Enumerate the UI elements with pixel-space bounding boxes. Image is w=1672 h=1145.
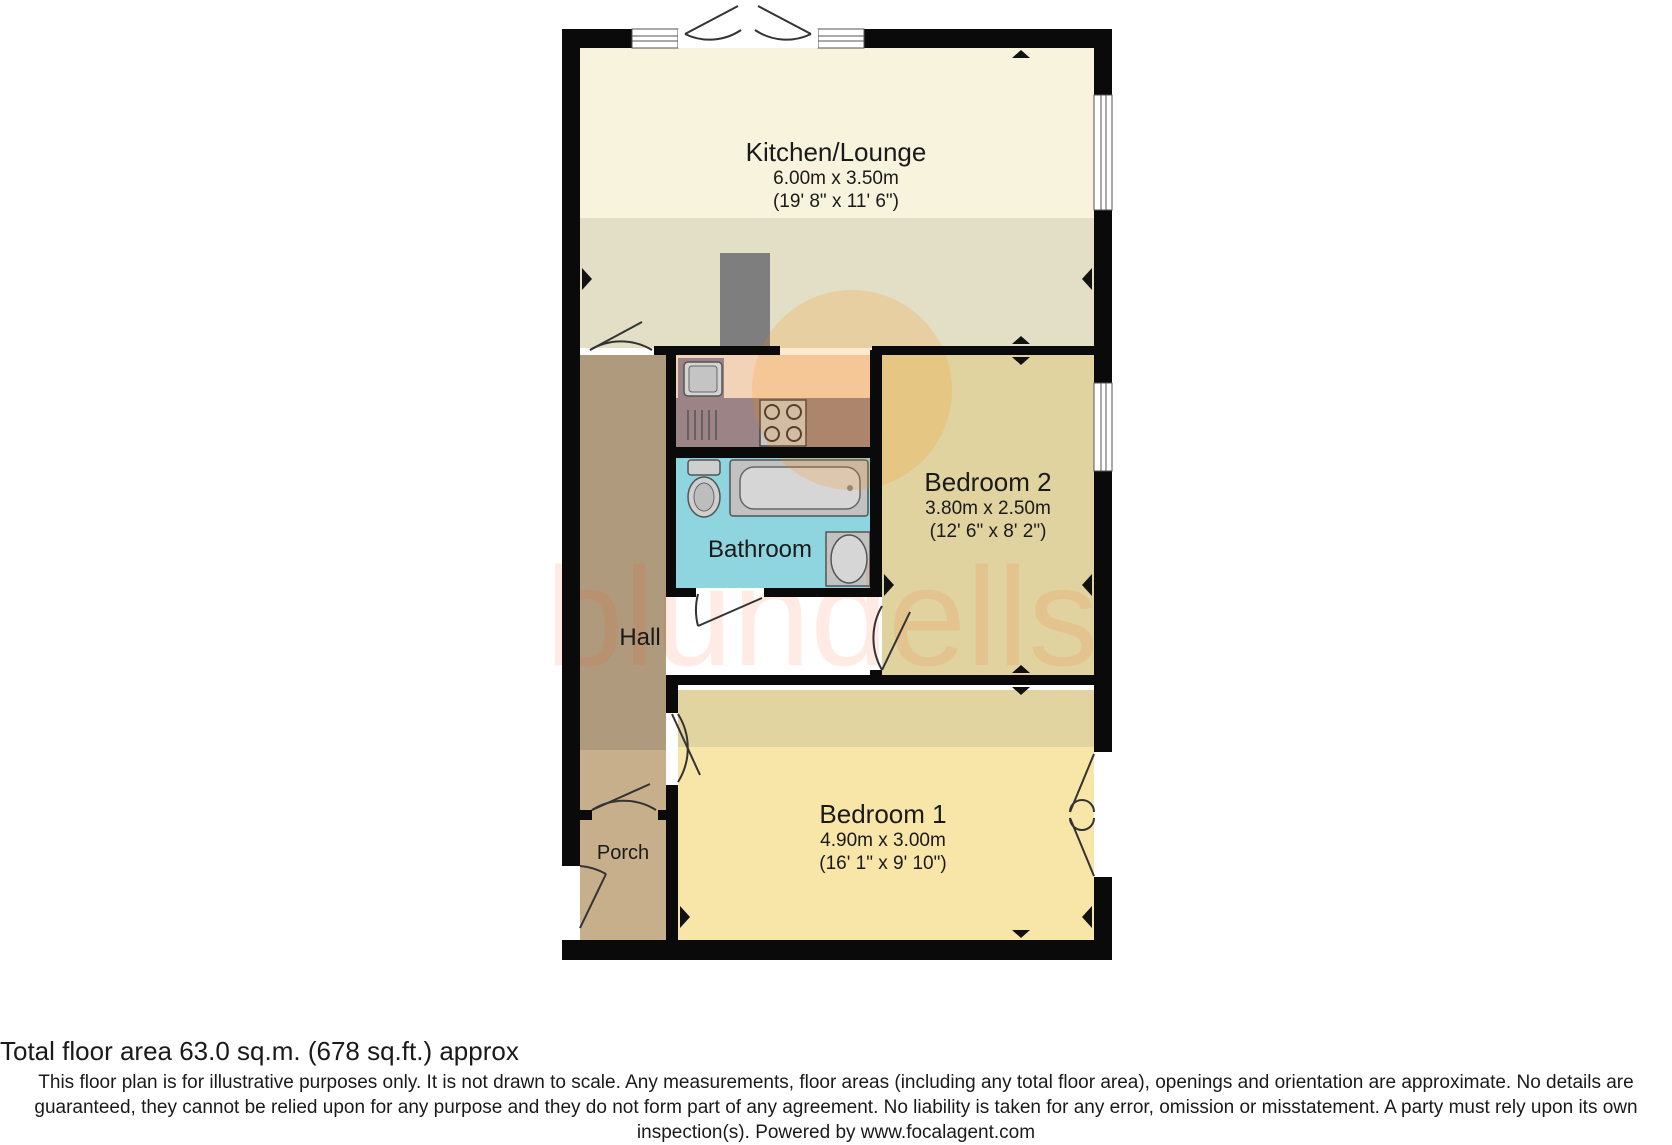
sink-icon bbox=[683, 361, 723, 440]
kitchen-lounge-imperial: (19' 8" x 11' 6") bbox=[772, 190, 899, 212]
bedroom-2-name: Bedroom 2 bbox=[924, 467, 1052, 497]
toilet-icon bbox=[687, 459, 721, 518]
bedroom-1-floor-upper bbox=[678, 690, 1094, 747]
kitchen-lounge-label: Kitchen/Lounge 6.00m x 3.50m (19' 8" x 1… bbox=[716, 137, 956, 214]
window bbox=[631, 28, 679, 49]
dimension-markers bbox=[582, 50, 1092, 938]
watermark-text: blundells bbox=[546, 538, 1099, 695]
total-floor-area: Total floor area 63.0 sq.m. (678 sq.ft.)… bbox=[0, 1036, 519, 1066]
bedroom-2-metric: 3.80m x 2.50m bbox=[925, 498, 1051, 520]
kitchen-lounge-metric: 6.00m x 3.50m bbox=[773, 168, 899, 190]
porch-floor bbox=[580, 750, 666, 940]
porch-door-opening bbox=[562, 866, 580, 940]
kitchen-lounge-floor-lower bbox=[580, 218, 1094, 348]
bedroom-1-metric: 4.90m x 3.00m bbox=[820, 830, 946, 852]
hall-name: Hall bbox=[619, 624, 661, 651]
door-swing bbox=[695, 593, 763, 627]
window bbox=[1093, 382, 1113, 472]
bedroom-2-imperial: (12' 6" x 8' 2") bbox=[929, 520, 1047, 542]
bedroom-1-label: Bedroom 1 4.90m x 3.00m (16' 1" x 9' 10"… bbox=[783, 799, 983, 876]
bathroom-name: Bathroom bbox=[707, 536, 813, 563]
hob-icon bbox=[759, 399, 807, 447]
window bbox=[817, 28, 865, 49]
door-swing bbox=[872, 605, 911, 671]
bedroom-1-floor bbox=[678, 747, 1094, 940]
chimney-breast bbox=[720, 253, 770, 348]
french-doors bbox=[678, 5, 818, 48]
wardrobe-opening bbox=[1094, 752, 1112, 877]
door-swing bbox=[591, 783, 657, 811]
door-swing bbox=[671, 713, 701, 783]
bedroom-2-floor bbox=[882, 355, 1094, 675]
door-swing bbox=[579, 865, 607, 929]
door-swing bbox=[589, 321, 653, 351]
bedroom-1-imperial: (16' 1" x 9' 10") bbox=[819, 852, 947, 874]
bedroom-2-label: Bedroom 2 3.80m x 2.50m (12' 6" x 8' 2") bbox=[888, 467, 1088, 544]
bath-icon bbox=[729, 459, 869, 517]
porch-name: Porch bbox=[596, 842, 650, 864]
walls bbox=[562, 29, 1112, 960]
kitchen-lounge-name: Kitchen/Lounge bbox=[745, 137, 927, 167]
kitchen-lounge-floor bbox=[580, 48, 1094, 218]
watermark-logo: blundells bbox=[546, 290, 1099, 695]
window bbox=[1093, 94, 1113, 211]
hall-floor bbox=[580, 355, 666, 750]
wardrobe-doors bbox=[1069, 753, 1095, 877]
disclaimer-text: This floor plan is for illustrative purp… bbox=[34, 1072, 1638, 1143]
bedroom-1-name: Bedroom 1 bbox=[819, 799, 947, 829]
